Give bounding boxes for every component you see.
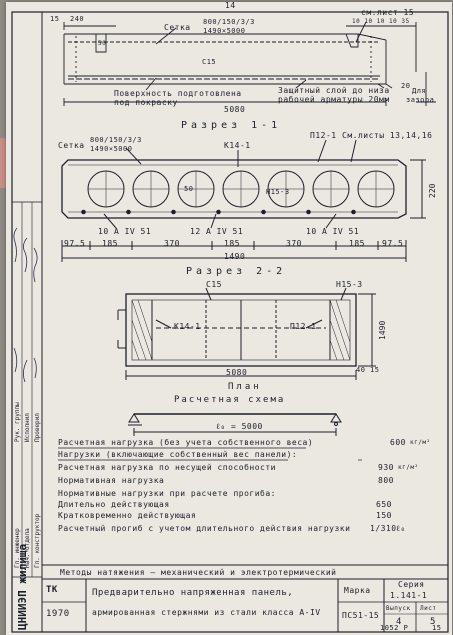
sec2-dim-1490: 1490 [378, 320, 387, 340]
sec1-dim-5: 185 [349, 239, 365, 248]
sec1-sm-list: См.листы 13,14,16 [342, 131, 433, 140]
rebar-dot [81, 209, 86, 215]
top-dim-20: 20 [401, 82, 411, 90]
sec1-dim-0: 97.5 [64, 239, 86, 248]
finger-shadow [0, 138, 9, 188]
bottom-right: 15 [432, 624, 442, 632]
sec1-ref-h15: Н15-3 [266, 188, 290, 196]
page-number: 14 [225, 1, 236, 10]
mark-value: ПС51-15 [342, 611, 380, 620]
sec2-dim-15: 15 [370, 366, 380, 374]
load-7-value: 1/310 [370, 524, 397, 533]
rebar-dot [306, 209, 311, 215]
top-setka-spec-1: 800/150/3/3 [203, 18, 255, 26]
sheet-label: Лист [420, 605, 437, 612]
plan-title: План [228, 382, 262, 392]
sec2-ref-s15: С15 [206, 280, 222, 289]
sec2-ref-k14: К14-1 [174, 322, 201, 331]
rebar-dot [216, 209, 221, 215]
loads-underlines [58, 447, 362, 461]
sec1-dim-4: 370 [286, 239, 302, 248]
sec1-dim-3: 185 [224, 239, 240, 248]
sec1-setka-spec-2: 1490×5000 [90, 145, 133, 153]
title-line-1: Предварительно напряженная панель, [92, 588, 294, 598]
load-0-value: 600 [390, 438, 406, 447]
sec1-ref-50: 50 [184, 185, 194, 193]
top-elevation-drawing [63, 21, 436, 106]
load-4-label: Нормативные нагрузки при расчете прогиба… [58, 489, 276, 498]
top-dim-50: 50 [98, 40, 107, 47]
tk-label: ТК [46, 585, 58, 595]
top-dims-right: 10 10 10 10 35 [352, 18, 410, 25]
drawing-sheet: 14 [6, 1, 452, 635]
title-line-2: армированная стержнями из стали класса А… [92, 608, 321, 617]
section-2-title: Разрез 2-2 [186, 266, 287, 277]
top-setka-spec-2: 1490×5000 [203, 27, 246, 35]
top-dim-240: 240 [70, 15, 85, 23]
sec2-ref-h15: Н15-3 [336, 280, 363, 289]
top-dim-15: 15 [50, 15, 60, 23]
method-label: Методы натяжения — механический и электр… [60, 568, 337, 577]
rebar-dot [126, 209, 131, 215]
surface-label-2: под покраску [114, 98, 178, 107]
sec1-dim-6: 97.5 [382, 239, 404, 248]
sec1-ref-k14: К14-1 [224, 141, 251, 150]
load-5-label: Длительно действующая [58, 500, 170, 509]
load-5-value: 650 [376, 500, 392, 509]
top-ref-s15: С15 [202, 58, 217, 66]
scheme-drawing [128, 413, 342, 436]
load-3-value: 800 [378, 476, 394, 485]
load-2-value: 930 [378, 463, 394, 472]
load-2-label: Расчетная нагрузка по несущей способност… [58, 463, 276, 472]
sec1-dim-total: 1490 [224, 252, 246, 261]
sec1-dim-2: 370 [164, 239, 180, 248]
mark-label: Марка [344, 586, 371, 595]
rebar-dot [351, 209, 356, 215]
top-dim-5080: 5080 [224, 105, 246, 114]
section-1-drawing [61, 139, 426, 262]
year-label: 1970 [46, 609, 70, 619]
top-setka-label: Сетка [164, 23, 191, 32]
sec1-rebar-right: 10 А IV 51 [306, 227, 360, 236]
series-label: Серия [398, 580, 425, 589]
load-7-unit: ℓ₀ [396, 524, 406, 533]
load-7-label: Расчетный прогиб с учетом длительного де… [58, 524, 351, 533]
sec1-dim-1: 185 [102, 239, 118, 248]
issue-value: 4 [396, 617, 402, 627]
scheme-title: Расчетная схема [174, 395, 286, 405]
signatures [13, 227, 38, 383]
sec2-dim-40: 40 [356, 366, 366, 374]
load-0-label: Расчетная нагрузка (без учета собственно… [58, 438, 314, 447]
load-3-label: Нормативная нагрузка [58, 476, 165, 485]
load-0-unit: кг/м² [410, 439, 431, 446]
sec1-rebar-left: 10 А IV 51 [98, 227, 152, 236]
plan-drawing [117, 287, 376, 380]
series-value: 1.141-1 [390, 591, 428, 600]
sec2-ref-p12: П12-1 [290, 322, 317, 331]
rebar-dot [171, 209, 176, 215]
issue-label: Выпуск [386, 605, 411, 612]
sec1-ref-p12: П12-1 [310, 131, 337, 140]
load-6-value: 150 [376, 511, 392, 520]
load-6-label: Кратковременно действующая [58, 511, 197, 520]
rebar-dot [261, 209, 266, 215]
scheme-span: ℓ₀ = 5000 [216, 422, 263, 431]
sec2-dim-5080: 5080 [226, 368, 248, 377]
top-sm-list: см.лист 15 [361, 8, 415, 17]
sec1-setka-label: Сетка [58, 141, 85, 150]
surface-label-1: Поверхность подготовлена [114, 89, 242, 98]
load-1-label: Нагрузки (включающие собственный вес пан… [58, 450, 298, 459]
drawing-frame [11, 11, 449, 633]
load-2-unit: кг/м² [398, 464, 419, 471]
sheet-value: 5 [430, 617, 436, 627]
zazor-label-1: Для [412, 87, 427, 95]
cover-label-2: рабочей арматуры 20мм [278, 95, 390, 104]
sec1-setka-spec-1: 800/150/3/3 [90, 136, 142, 144]
sec1-dim-220: 220 [428, 183, 437, 198]
sec1-rebar-mid: 12 А IV 51 [190, 227, 244, 236]
cover-label-1: Защитный слой до низа [278, 86, 390, 95]
zazor-label-2: зазора [406, 96, 435, 104]
section-1-title: Разрез 1-1 [181, 120, 282, 131]
bottom-number: 1052 Р [380, 624, 409, 632]
